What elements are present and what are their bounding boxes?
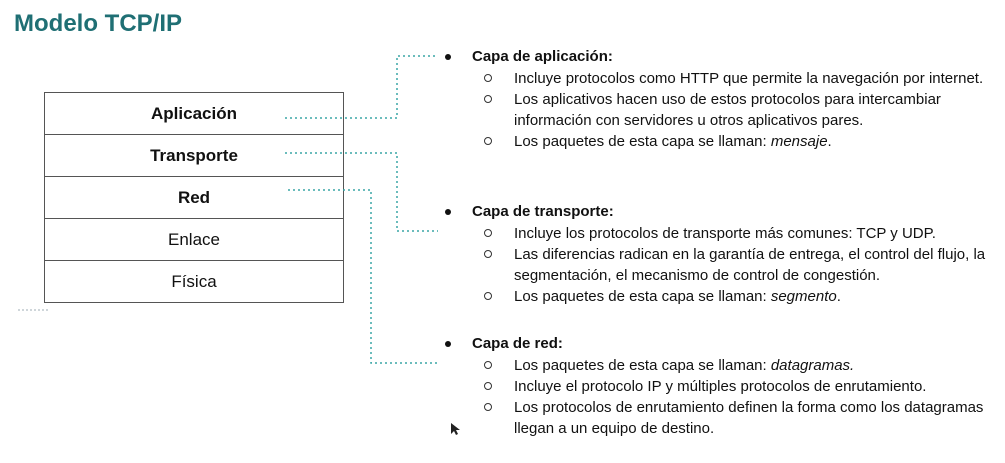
list-item: Incluye protocolos como HTTP que permite… bbox=[440, 68, 995, 89]
section-heading-text: Capa de transporte: bbox=[472, 203, 614, 220]
circle-bullet-icon bbox=[484, 292, 492, 300]
bullet-icon bbox=[445, 341, 451, 347]
section-heading-text: Capa de aplicación: bbox=[472, 48, 613, 65]
layer-application: Aplicación bbox=[45, 93, 343, 135]
list-item: Incluye los protocolos de transporte más… bbox=[440, 223, 995, 244]
circle-bullet-icon bbox=[484, 74, 492, 82]
section-network: Capa de red: Los paquetes de esta capa s… bbox=[440, 333, 995, 439]
item-text: Los protocolos de enrutamiento definen l… bbox=[514, 399, 984, 437]
layer-physical: Física bbox=[45, 261, 343, 303]
circle-bullet-icon bbox=[484, 95, 492, 103]
bullet-icon bbox=[445, 209, 451, 215]
connector-application bbox=[285, 55, 438, 119]
layer-transport: Transporte bbox=[45, 135, 343, 177]
layer-link: Enlace bbox=[45, 219, 343, 261]
decorative-dash bbox=[18, 309, 48, 311]
list-item: Los paquetes de esta capa se llaman: men… bbox=[440, 131, 995, 152]
item-text: Los paquetes de esta capa se llaman: bbox=[514, 288, 771, 305]
list-item: Los paquetes de esta capa se llaman: seg… bbox=[440, 286, 995, 307]
item-text: Incluye protocolos como HTTP que permite… bbox=[514, 70, 984, 87]
item-text-after: . bbox=[827, 133, 832, 150]
layer-network: Red bbox=[45, 177, 343, 219]
circle-bullet-icon bbox=[484, 229, 492, 237]
circle-bullet-icon bbox=[484, 137, 492, 145]
item-emphasis: mensaje bbox=[770, 133, 828, 150]
circle-bullet-icon bbox=[484, 382, 492, 390]
section-heading: Capa de transporte: bbox=[440, 201, 995, 223]
section-application: Capa de aplicación: Incluye protocolos c… bbox=[440, 46, 995, 152]
item-emphasis: segmento bbox=[770, 288, 837, 305]
item-text: Los paquetes de esta capa se llaman: bbox=[514, 133, 771, 150]
section-transport: Capa de transporte: Incluye los protocol… bbox=[440, 201, 995, 307]
list-item: Los protocolos de enrutamiento definen l… bbox=[440, 397, 995, 439]
mouse-pointer-icon bbox=[451, 423, 460, 435]
bullet-icon bbox=[445, 54, 451, 60]
section-heading: Capa de red: bbox=[440, 333, 995, 355]
list-item: Las diferencias radican en la garantía d… bbox=[440, 244, 995, 286]
item-text: Incluye los protocolos de transporte más… bbox=[514, 225, 936, 242]
list-item: Los paquetes de esta capa se llaman: dat… bbox=[440, 355, 995, 376]
section-heading-text: Capa de red: bbox=[472, 335, 563, 352]
connector-network bbox=[288, 189, 438, 364]
tcpip-layer-stack: Aplicación Transporte Red Enlace Física bbox=[44, 92, 344, 303]
circle-bullet-icon bbox=[484, 403, 492, 411]
list-item: Incluye el protocolo IP y múltiples prot… bbox=[440, 376, 995, 397]
item-text: Las diferencias radican en la garantía d… bbox=[514, 246, 986, 284]
item-text: Los paquetes de esta capa se llaman: bbox=[514, 357, 771, 374]
circle-bullet-icon bbox=[484, 361, 492, 369]
item-text: Los aplicativos hacen uso de estos proto… bbox=[514, 91, 941, 129]
connector-transport bbox=[285, 152, 438, 232]
slide-title: Modelo TCP/IP bbox=[14, 10, 182, 37]
item-text: Incluye el protocolo IP y múltiples prot… bbox=[514, 378, 927, 395]
list-item: Los aplicativos hacen uso de estos proto… bbox=[440, 89, 995, 131]
section-heading: Capa de aplicación: bbox=[440, 46, 995, 68]
item-text-after: . bbox=[836, 288, 841, 305]
item-emphasis: datagramas. bbox=[770, 357, 855, 374]
circle-bullet-icon bbox=[484, 250, 492, 258]
